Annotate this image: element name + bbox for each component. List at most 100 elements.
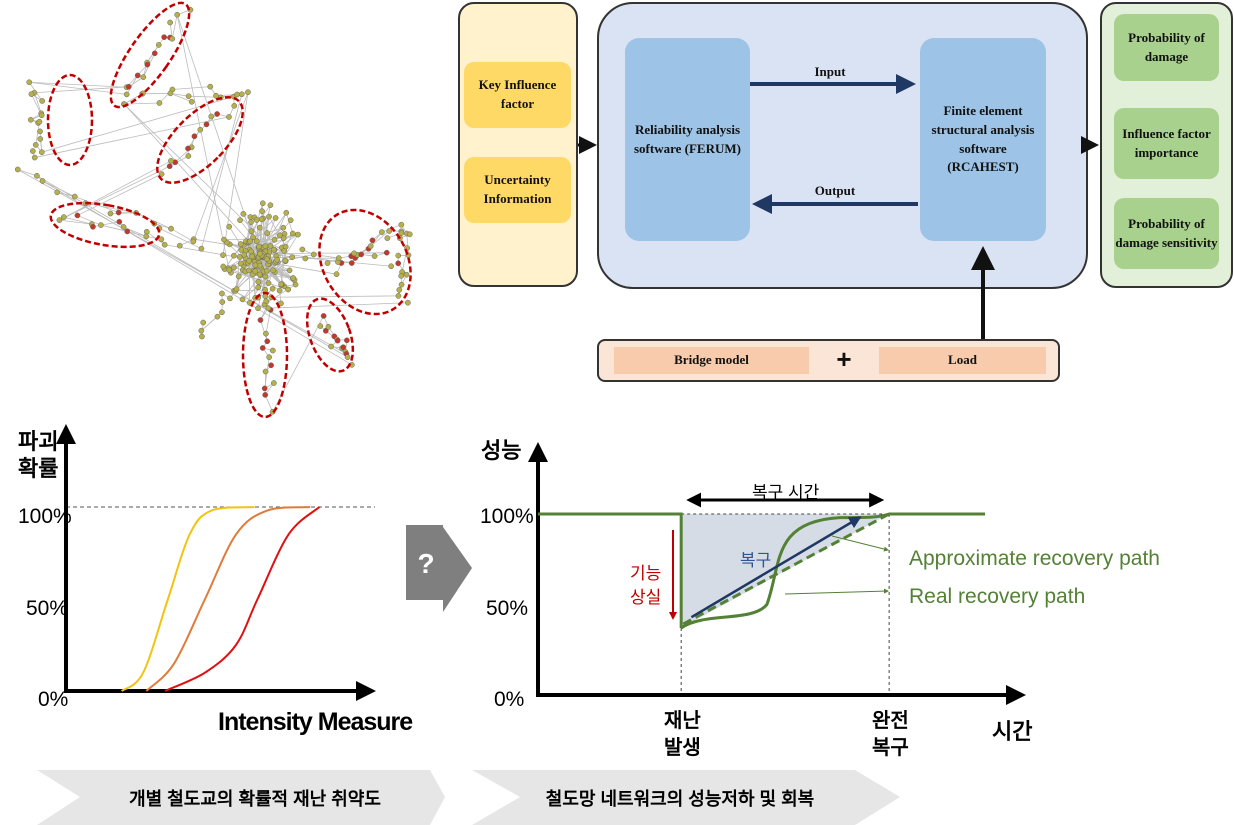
- network-edge: [313, 254, 339, 259]
- network-edge: [259, 253, 392, 267]
- network-node: [27, 116, 34, 123]
- network-node: [283, 209, 290, 216]
- network-node: [269, 347, 276, 354]
- network-edge: [201, 316, 218, 331]
- network-node: [259, 200, 266, 207]
- network-node: [188, 98, 195, 105]
- network-edge: [17, 169, 347, 355]
- network-node: [268, 362, 274, 369]
- vulnerable-region-outline: [109, 1, 191, 109]
- network-node: [214, 313, 221, 320]
- network-node: [166, 163, 173, 170]
- network-edge: [154, 223, 172, 230]
- network-edge: [201, 94, 243, 249]
- network-node: [221, 236, 227, 243]
- vulnerable-region-outline: [241, 291, 289, 419]
- question-mark: ?: [417, 548, 435, 579]
- network-edge: [258, 227, 284, 249]
- fragility-xlabel: Intensity Measure: [218, 708, 413, 736]
- network-node: [219, 299, 226, 305]
- network-edge: [259, 252, 387, 255]
- network-node: [169, 35, 176, 42]
- real-recovery-path: [680, 512, 986, 630]
- network-node: [120, 224, 127, 230]
- network-node: [257, 317, 264, 323]
- resilience-xlabel: 시간: [992, 719, 1033, 744]
- network-node: [208, 113, 215, 120]
- network-node: [334, 337, 341, 344]
- approx-path-legend: Approximate recovery path: [909, 547, 1160, 570]
- influence-factor-importance-box: Influence factor importance: [1114, 108, 1219, 179]
- network-node: [226, 267, 233, 273]
- network-edge: [59, 165, 170, 221]
- tick-0: 0%: [38, 688, 69, 711]
- fragility-curve-2: [164, 506, 321, 692]
- network-edge: [256, 265, 266, 291]
- network-node: [107, 210, 114, 217]
- network-node: [271, 246, 277, 253]
- network-edge: [271, 295, 399, 298]
- network-node: [236, 254, 243, 260]
- network-edge: [169, 155, 189, 167]
- network-node: [264, 338, 271, 345]
- network-edge: [126, 75, 139, 95]
- loss-line1: 기능: [630, 564, 662, 583]
- network-node: [250, 234, 256, 240]
- network-edge: [34, 92, 42, 114]
- ylabel-line1: 파괴: [18, 429, 59, 454]
- network-node: [176, 242, 183, 249]
- network-node: [253, 238, 260, 244]
- full-line2: 복구: [872, 737, 909, 759]
- network-edge: [29, 81, 127, 88]
- network-edge: [77, 215, 102, 226]
- network-edge: [123, 102, 160, 105]
- network-node: [168, 225, 174, 232]
- vulnerable-region-outline: [305, 297, 355, 373]
- network-node: [219, 290, 225, 297]
- network-node: [286, 267, 293, 274]
- network-node: [125, 83, 132, 90]
- event-line1: 재난: [664, 710, 701, 732]
- network-node: [398, 230, 405, 236]
- network-edge: [77, 173, 162, 216]
- network-node: [255, 305, 261, 312]
- network-node: [263, 256, 270, 262]
- network-node: [134, 72, 141, 79]
- input-arrow-label: Input: [814, 63, 846, 79]
- network-node: [403, 271, 410, 278]
- uncertainty-information-box: Uncertainty Information: [464, 157, 571, 223]
- network-node: [344, 337, 350, 344]
- network-edge: [176, 14, 260, 257]
- fem-software-box: Finite element structural analysis softw…: [920, 38, 1046, 241]
- network-node: [259, 208, 265, 215]
- network-node: [219, 309, 225, 316]
- performance-loss-area: [681, 514, 890, 629]
- network-node: [235, 273, 242, 280]
- network-node: [156, 100, 163, 106]
- network-node: [395, 260, 402, 267]
- network-edge: [264, 394, 273, 412]
- network-node: [214, 111, 220, 117]
- network-node: [252, 262, 259, 269]
- network-node: [237, 241, 244, 247]
- network-node: [185, 153, 192, 159]
- fragility-curve-1: [145, 506, 311, 692]
- network-node: [240, 211, 247, 217]
- tick-50: 50%: [26, 597, 69, 620]
- network-edge: [123, 103, 275, 250]
- network-edge: [34, 116, 230, 158]
- network-node: [255, 284, 262, 291]
- network-node: [351, 250, 357, 257]
- network-node: [155, 42, 162, 48]
- network-node: [38, 149, 45, 156]
- network-node: [398, 221, 405, 228]
- network-node: [261, 385, 268, 392]
- full-recovery-label: 완전 복구: [872, 708, 909, 762]
- network-node: [266, 213, 272, 220]
- network-node: [280, 224, 287, 231]
- network-node: [396, 287, 403, 293]
- network-node: [302, 255, 309, 262]
- network-node: [384, 235, 391, 241]
- network-node: [383, 249, 390, 256]
